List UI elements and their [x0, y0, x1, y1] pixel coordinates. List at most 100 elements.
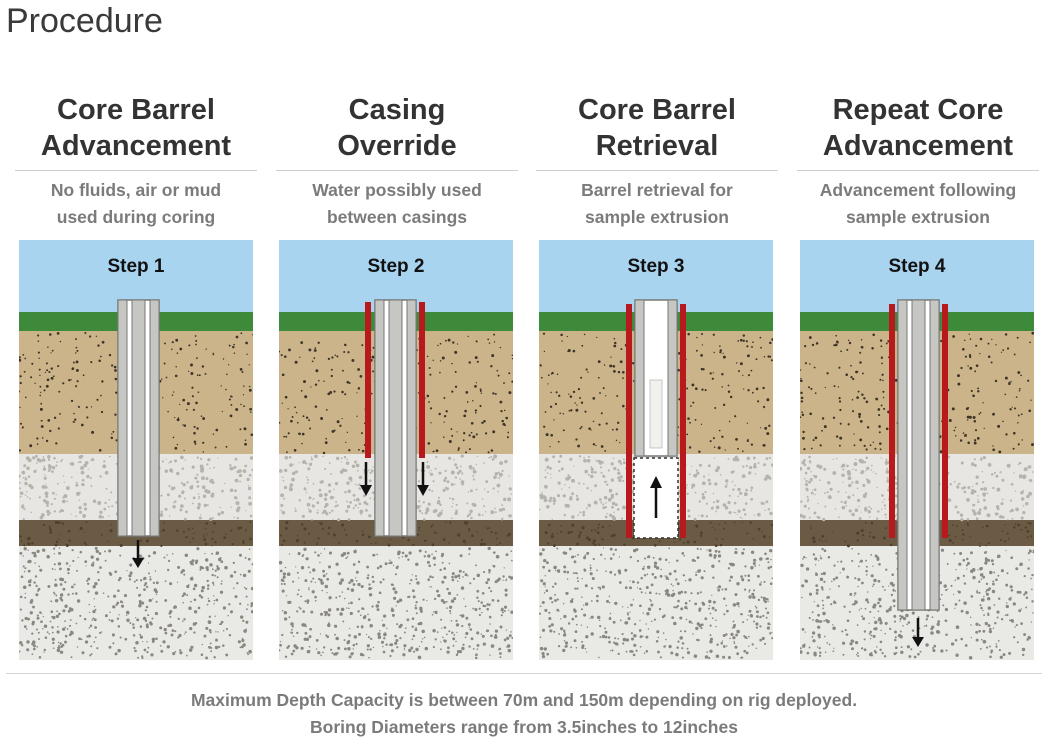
- soil-speckle: [230, 529, 233, 532]
- soil-speckle: [49, 531, 53, 534]
- soil-speckle: [968, 354, 972, 357]
- soil-speckle: [641, 567, 645, 571]
- soil-speckle: [999, 539, 1002, 542]
- soil-speckle: [857, 552, 860, 555]
- soil-speckle: [490, 644, 495, 648]
- soil-speckle: [193, 583, 198, 588]
- soil-speckle: [501, 419, 504, 423]
- soil-speckle: [592, 397, 596, 400]
- soil-speckle: [324, 492, 328, 497]
- soil-speckle: [724, 506, 729, 510]
- soil-speckle: [230, 403, 233, 406]
- soil-speckle: [111, 433, 113, 435]
- soil-speckle: [229, 464, 232, 467]
- soil-speckle: [704, 389, 707, 392]
- soil-speckle: [870, 521, 874, 525]
- soil-speckle: [242, 619, 245, 623]
- soil-speckle: [626, 612, 629, 615]
- soil-speckle: [970, 636, 973, 639]
- soil-speckle: [816, 604, 820, 608]
- soil-speckle: [174, 500, 177, 503]
- soil-speckle: [396, 600, 400, 604]
- soil-speckle: [138, 600, 142, 603]
- soil-speckle: [286, 646, 289, 649]
- soil-speckle: [800, 369, 802, 371]
- soil-speckle: [590, 474, 594, 479]
- soil-speckle: [976, 590, 979, 593]
- soil-speckle: [708, 599, 712, 604]
- soil-speckle: [466, 401, 469, 403]
- soil-speckle: [357, 582, 361, 587]
- soil-speckle: [249, 407, 252, 411]
- soil-speckle: [51, 470, 54, 473]
- soil-speckle: [307, 467, 311, 471]
- soil-speckle: [468, 465, 473, 469]
- soil-speckle: [389, 559, 391, 562]
- soil-speckle: [225, 445, 228, 448]
- soil-speckle: [99, 475, 102, 478]
- soil-speckle: [750, 443, 754, 446]
- soil-speckle: [571, 555, 575, 559]
- down-arrow-icon: [132, 540, 144, 568]
- soil-speckle: [306, 482, 309, 484]
- soil-speckle: [726, 483, 728, 485]
- soil-speckle: [742, 334, 746, 337]
- soil-speckle: [560, 530, 563, 533]
- soil-speckle: [755, 622, 759, 626]
- soil-speckle: [97, 344, 100, 347]
- soil-speckle: [24, 567, 27, 570]
- soil-speckle: [366, 644, 370, 648]
- soil-speckle: [68, 539, 71, 542]
- soil-speckle: [117, 648, 121, 653]
- soil-speckle: [242, 469, 247, 473]
- soil-speckle: [347, 351, 350, 354]
- soil-speckle: [212, 517, 214, 519]
- soil-speckle: [467, 491, 470, 493]
- soil-speckle: [502, 579, 504, 581]
- soil-speckle: [963, 486, 966, 489]
- soil-speckle: [306, 649, 311, 654]
- soil-speckle: [489, 623, 491, 625]
- soil-speckle: [985, 551, 988, 553]
- soil-speckle: [162, 528, 166, 532]
- soil-speckle: [32, 456, 36, 460]
- soil-speckle: [966, 415, 970, 419]
- soil-speckle: [308, 419, 311, 422]
- soil-speckle: [465, 391, 469, 394]
- soil-speckle: [960, 461, 964, 465]
- soil-speckle: [382, 578, 385, 581]
- soil-speckle: [221, 410, 223, 413]
- soil-speckle: [335, 501, 338, 503]
- soil-speckle: [800, 647, 802, 650]
- soil-speckle: [693, 559, 697, 562]
- soil-speckle: [994, 621, 997, 625]
- step-3-title-line2: Retrieval: [595, 130, 719, 162]
- soil-speckle: [685, 618, 688, 621]
- soil-speckle: [715, 625, 717, 628]
- soil-speckle: [191, 395, 194, 398]
- soil-speckle: [664, 558, 668, 562]
- soil-speckle: [170, 633, 174, 637]
- soil-speckle: [1005, 604, 1009, 609]
- soil-speckle: [865, 478, 869, 481]
- soil-speckle: [39, 394, 42, 397]
- soil-speckle: [860, 559, 863, 563]
- soil-speckle: [51, 637, 55, 641]
- soil-speckle: [603, 547, 605, 549]
- soil-speckle: [454, 575, 458, 579]
- soil-speckle: [23, 508, 26, 511]
- soil-speckle: [612, 457, 615, 459]
- soil-speckle: [562, 494, 566, 498]
- soil-speckle: [171, 394, 174, 396]
- soil-speckle: [505, 629, 508, 631]
- soil-speckle: [817, 633, 821, 637]
- soil-speckle: [977, 390, 980, 393]
- soil-speckle: [289, 486, 292, 489]
- soil-speckle: [436, 631, 439, 633]
- soil-speckle: [1032, 612, 1034, 614]
- soil-speckle: [584, 410, 587, 413]
- soil-speckle: [192, 496, 196, 500]
- soil-speckle: [681, 647, 684, 650]
- soil-speckle: [233, 516, 235, 519]
- soil-speckle: [50, 352, 52, 354]
